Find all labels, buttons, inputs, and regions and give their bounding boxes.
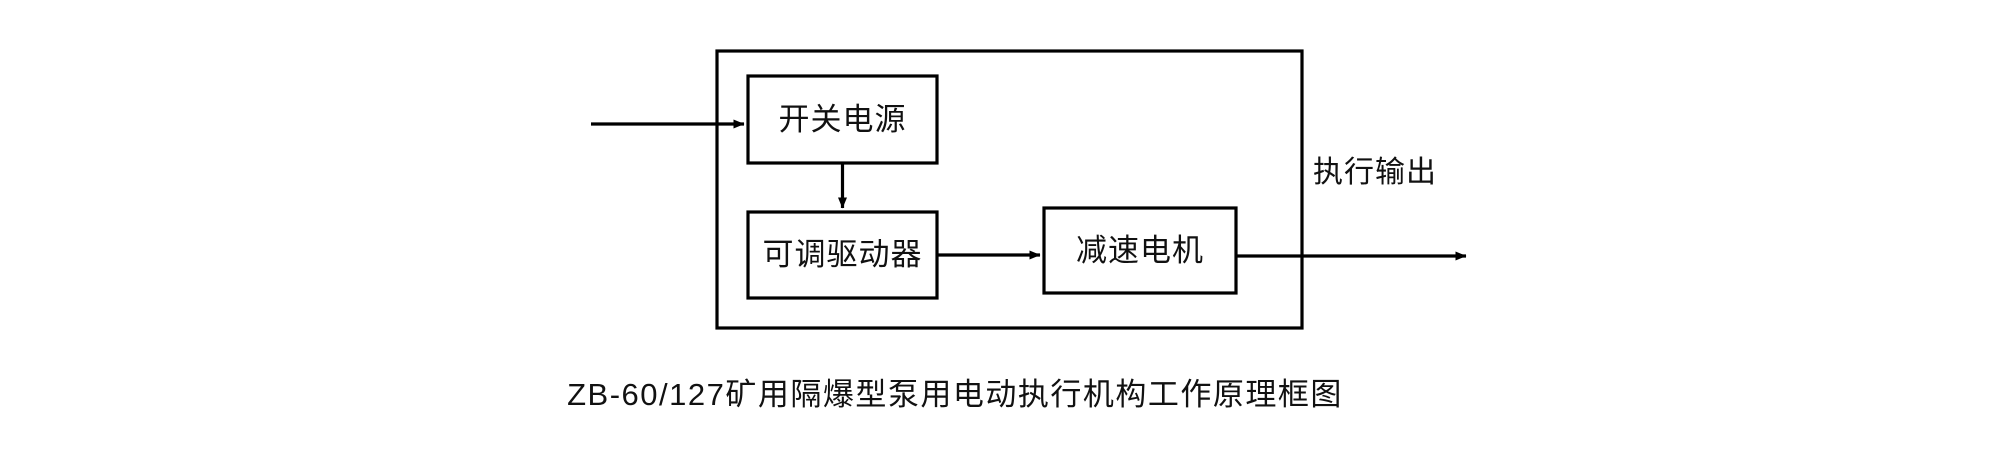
block-label-adjustable-driver: 可调驱动器 [763,237,923,272]
output-label: 执行输出 [1313,156,1437,189]
figure-caption: ZB-60/127矿用隔爆型泵用电动执行机构工作原理框图 [567,377,1343,412]
block-label-switching-power-supply: 开关电源 [779,102,907,137]
block-switching-power-supply [746,74,939,165]
enclosure-boundary [715,49,1304,330]
block-gear-motor [1042,206,1238,295]
block-label-gear-motor: 减速电机 [1076,233,1204,268]
